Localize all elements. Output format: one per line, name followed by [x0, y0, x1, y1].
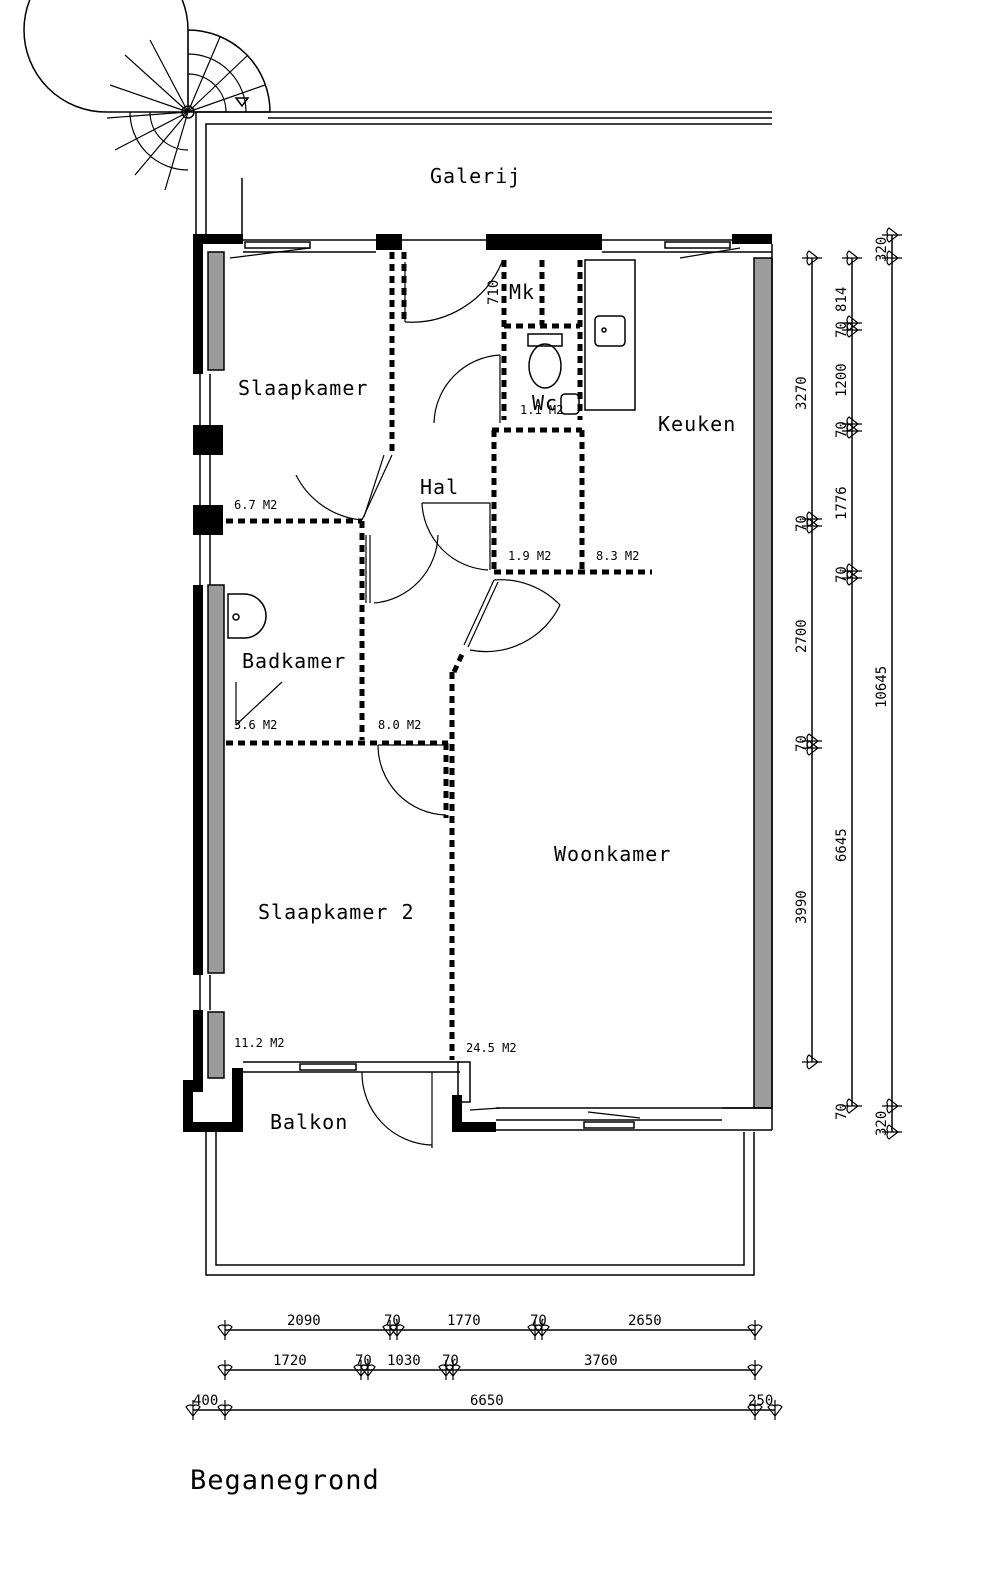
- dim-col1-4: 70: [794, 735, 810, 752]
- dimension-tick: [217, 1400, 233, 1420]
- dim-col2-7: 6645: [834, 828, 850, 862]
- dim-col3-1: 320: [874, 237, 890, 262]
- room-label-slaapkamer: Slaapkamer: [238, 376, 368, 400]
- room-label-balkon: Balkon: [270, 1110, 348, 1134]
- room-label-wc: Wc: [532, 391, 558, 415]
- south-facade: [183, 1061, 772, 1132]
- room-label-hal: Hal: [420, 475, 459, 499]
- dimension-tick: [747, 1360, 763, 1380]
- dim-row2-5: 3760: [584, 1353, 618, 1369]
- spiral-staircase: [23, 0, 271, 191]
- dim-row2-2: 70: [355, 1353, 372, 1369]
- page-title: Beganegrond: [190, 1465, 380, 1496]
- dim-row1-1: 2090: [287, 1313, 321, 1329]
- dimension-tick: [842, 570, 862, 586]
- dimension-tick: [747, 1400, 763, 1420]
- dim-col1-5: 3990: [794, 890, 810, 924]
- area-label-badkamer: 3.6 M2: [234, 718, 277, 732]
- dim-col2-9: 70: [834, 1103, 850, 1120]
- dim-row1-4: 70: [530, 1313, 547, 1329]
- area-label-woonkamer: 24.5 M2: [466, 1041, 517, 1055]
- dimension-lines-horizontal: [193, 1329, 775, 1411]
- dim-row1-3: 1770: [447, 1313, 481, 1329]
- doors: [235, 261, 561, 1148]
- interior-walls: [226, 252, 652, 1060]
- dimension-tick: [882, 1124, 902, 1140]
- dimension-tick: [842, 250, 862, 266]
- room-label-galerij: Galerij: [430, 164, 521, 188]
- dimension-tick: [217, 1320, 233, 1340]
- room-label-keuken: Keuken: [658, 412, 736, 436]
- dimension-tick: [882, 250, 902, 266]
- dimension-tick: [842, 1098, 862, 1114]
- fixtures: [227, 315, 626, 639]
- dimension-tick: [802, 250, 822, 266]
- dim-col3-2: 10645: [874, 666, 890, 708]
- dim-col2-8: 320: [874, 1111, 890, 1136]
- galerij-frame: [195, 111, 772, 240]
- dim-row2-3: 1030: [387, 1353, 421, 1369]
- dimension-tick: [802, 740, 822, 756]
- dim-row3-2: 6650: [470, 1393, 504, 1409]
- dim-row1-5: 2650: [628, 1313, 662, 1329]
- area-label-slaapkamer-2: 11.2 M2: [234, 1036, 285, 1050]
- bathroom-sink-icon: [227, 593, 267, 639]
- area-label-keuken: 8.3 M2: [596, 549, 639, 563]
- dimension-ticks-horizontal: [185, 1320, 783, 1420]
- dim-col2-1: 814: [834, 287, 850, 312]
- dimension-tick: [842, 423, 862, 439]
- dimension-tick: [767, 1400, 783, 1420]
- dimension-tick: [802, 518, 822, 534]
- dim-row3-3: 250: [748, 1393, 773, 1409]
- dim-col2-4: 70: [834, 421, 850, 438]
- toilet-icon: [527, 333, 563, 389]
- dim-row1-2: 70: [384, 1313, 401, 1329]
- dim-col1-1: 3270: [794, 376, 810, 410]
- dimension-tick: [534, 1320, 550, 1340]
- dimension-tick: [389, 1320, 405, 1340]
- west-facade: [193, 234, 225, 1080]
- north-facade: [193, 234, 772, 259]
- dimension-tick: [217, 1360, 233, 1380]
- dimension-lines-vertical: [811, 235, 893, 1132]
- dimension-tick: [882, 1098, 902, 1114]
- dimension-tick: [185, 1400, 201, 1420]
- room-label-woonkamer: Woonkamer: [554, 842, 671, 866]
- dim-col2-3: 1200: [834, 363, 850, 397]
- area-label-hal: 8.0 M2: [378, 718, 421, 732]
- washbasin-icon: [560, 393, 580, 415]
- dim-col2-5: 1776: [834, 486, 850, 520]
- dim-row2-4: 70: [442, 1353, 459, 1369]
- balkon-railing: [205, 1132, 755, 1276]
- dimension-tick: [882, 227, 902, 243]
- area-label-berging: 1.9 M2: [508, 549, 551, 563]
- dim-row3-1: 400: [193, 1393, 218, 1409]
- dimension-tick: [842, 322, 862, 338]
- dimension-tick: [360, 1360, 376, 1380]
- dim-row2-1: 1720: [273, 1353, 307, 1369]
- dimension-ticks-vertical: [802, 227, 902, 1140]
- room-label-slaapkamer-2: Slaapkamer 2: [258, 900, 415, 924]
- dim-col2-6: 70: [834, 566, 850, 583]
- dim-col2-2: 70: [834, 321, 850, 338]
- dimension-tick: [747, 1320, 763, 1340]
- area-label-wc: 1.1 M2: [520, 403, 563, 417]
- east-facade: [753, 244, 773, 1130]
- sink-icon: [594, 315, 626, 347]
- area-label-slaapkamer: 6.7 M2: [234, 498, 277, 512]
- room-label-mk: Mk: [509, 280, 535, 304]
- dimension-tick: [445, 1360, 461, 1380]
- dimension-tick: [802, 1054, 822, 1070]
- dim-col1-3: 2700: [794, 619, 810, 653]
- dim-col1-2: 70: [794, 515, 810, 532]
- dim-mk-width: 710: [486, 280, 502, 305]
- room-label-badkamer: Badkamer: [242, 649, 346, 673]
